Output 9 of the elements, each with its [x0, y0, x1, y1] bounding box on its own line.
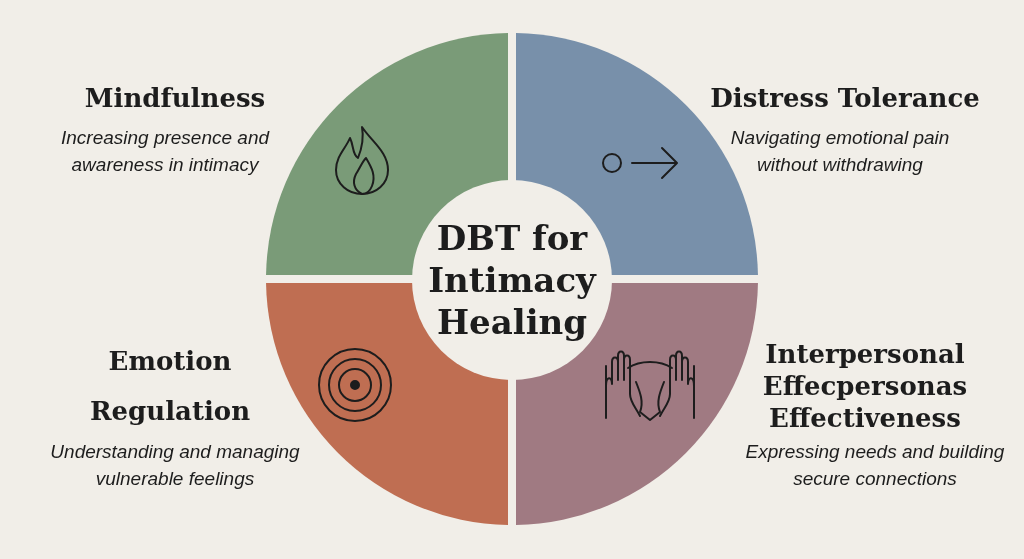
section-heading: Emotion Regulation [88, 345, 252, 428]
center-title: DBT for Intimacy Healing [427, 217, 598, 343]
section-description: Navigating emotional pain without withdrawing [729, 126, 951, 177]
section-description: Increasing presence and awareness in intimacy [59, 126, 271, 177]
section-heading: Mindfulness [83, 82, 267, 115]
section-description: Expressing needs and building secure connections [744, 440, 1006, 491]
section-heading: Interpersonal Effecpersonas Effectiveness [761, 338, 969, 434]
section-heading: Distress Tolerance [709, 82, 981, 115]
section-description: Understanding and managing vulnerable feelings [49, 440, 301, 491]
